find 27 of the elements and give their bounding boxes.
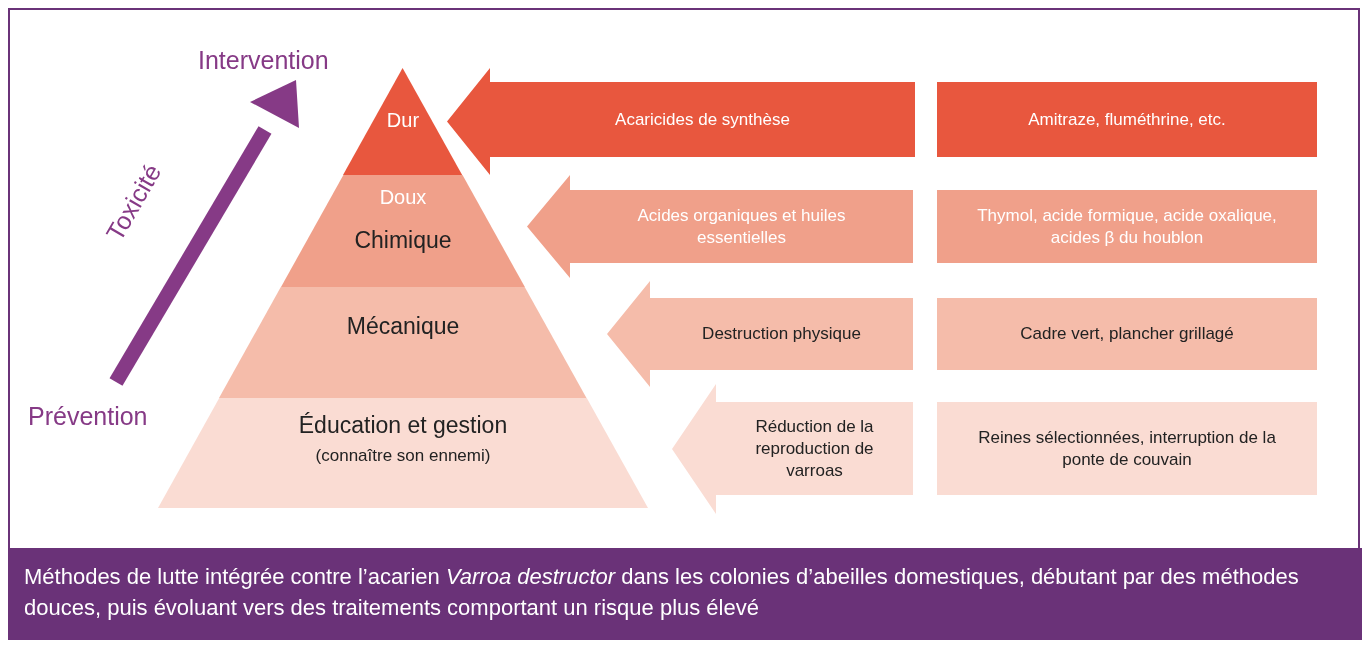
- example-box: [937, 298, 1317, 370]
- box-text: Acides organiques et huiles essentielles: [636, 204, 847, 249]
- pyramid-level: [281, 175, 525, 287]
- level-label: Doux: [378, 185, 428, 210]
- axis-label: Intervention: [198, 46, 329, 75]
- box-text: Réduction de la reproduction de varroas: [754, 415, 875, 482]
- box-text: Destruction physique: [701, 322, 862, 345]
- level-label: Éducation et gestion: [297, 411, 509, 441]
- box-text: Reines sélectionnées, interruption de la ponte de couvain: [977, 426, 1277, 471]
- level-label: Mécanique: [345, 312, 461, 342]
- axis-label: Prévention: [28, 402, 148, 431]
- pyramid-level: [158, 398, 648, 508]
- caption-text: Méthodes de lutte intégrée contre l’acarien Varroa destructor dans les colonies d’abeilles domestiques, débutant par des méthodes douces, puis évoluant vers des traitements comportant un risque plus élevé: [24, 563, 1300, 622]
- box-text: Amitraze, fluméthrine, etc.: [1027, 108, 1227, 131]
- pyramid-level: [219, 287, 587, 398]
- level-label: Chimique: [353, 226, 453, 256]
- level-label: (connaître son ennemi): [314, 444, 492, 467]
- box-text: Acaricides de synthèse: [614, 108, 791, 131]
- arrow-shape: [672, 384, 913, 514]
- arrow-shape: [527, 175, 913, 278]
- arrow-shape: [607, 281, 913, 387]
- example-box: [937, 190, 1317, 263]
- example-box: [937, 82, 1317, 157]
- example-box: [937, 402, 1317, 495]
- box-text: Cadre vert, plancher grillagé: [1019, 322, 1235, 345]
- level-label: Dur: [385, 108, 421, 133]
- box-text: Thymol, acide formique, acide oxalique, acides β du houblon: [976, 204, 1278, 249]
